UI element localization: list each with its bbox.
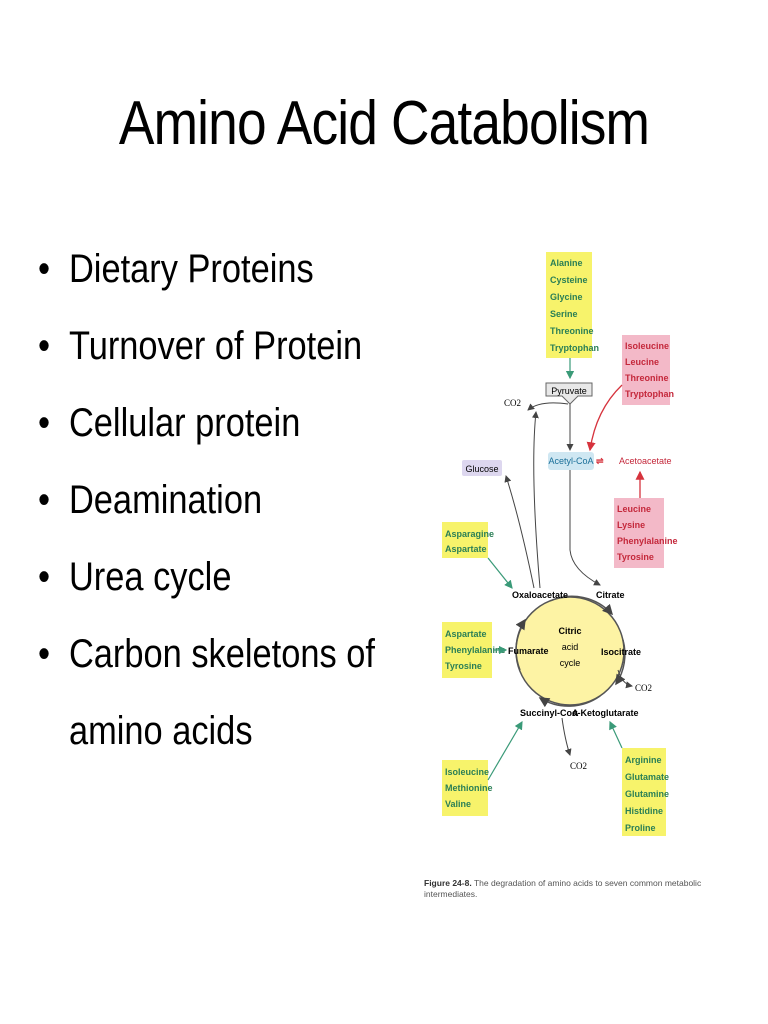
amino-acid-label: Valine [445, 799, 471, 809]
bullet-item: • Dietary Proteins [38, 247, 375, 291]
bullet-text: Dietary Proteins [68, 247, 314, 291]
arrow [561, 717, 572, 756]
amino-acid-label: Phenylalanine [445, 645, 506, 655]
amino-acid-label: Isoleucine [625, 341, 669, 351]
bullet-list: • Dietary Proteins • Turnover of Protein •… [38, 247, 430, 801]
arrow [487, 720, 523, 781]
amino-acid-label: Alanine [550, 258, 583, 268]
amino-acid-label: Phenylalanine [617, 536, 678, 546]
cycle-label: Citric [558, 626, 581, 636]
co2-label: CO2 [504, 398, 521, 408]
slide-title: Amino Acid Catabolism [118, 89, 650, 158]
amino-acid-label: Tryptophan [625, 389, 674, 399]
amino-acid-label: Aspartate [445, 544, 487, 554]
amino-acid-label: Tyrosine [617, 552, 654, 562]
figure-caption: Figure 24-8. The degradation of amino ac… [424, 878, 714, 900]
acetylcoa-box [548, 452, 594, 470]
bullet-dot-icon: • [38, 324, 51, 368]
bullet-dot-icon: • [38, 478, 51, 522]
glucose-box [462, 460, 502, 476]
bullet-text: Cellular protein [68, 401, 301, 445]
amino-acid-label: Methionine [445, 783, 493, 793]
succinylcoa-label: Succinyl-CoA [520, 708, 579, 718]
bullet-item: • Cellular protein [38, 401, 375, 445]
cycle-arrow [515, 618, 526, 671]
amino-acid-label: Threonine [625, 373, 669, 383]
arrow [487, 557, 513, 589]
cycle-label: cycle [560, 658, 581, 668]
cycle-arrow [615, 639, 626, 686]
cycle-arrow [538, 695, 601, 708]
amino-acid-label: Serine [550, 309, 578, 319]
bullet-dot-icon: • [38, 555, 51, 599]
caption-label: Figure 24-8. [424, 878, 472, 888]
oxaloacetate-label: Oxaloacetate [512, 590, 568, 600]
amino-acid-label: Arginine [625, 755, 662, 765]
amino-acid-label: Leucine [625, 357, 659, 367]
bullet-item: • Carbon skeletons of [38, 632, 375, 676]
pyruvate-label: Pyruvate [551, 386, 587, 396]
amino-acid-label: Aspartate [445, 629, 487, 639]
bullet-text: Urea cycle [68, 555, 232, 599]
amino-acid-label: Glycine [550, 292, 583, 302]
succinylcoa-group-box [442, 760, 488, 816]
bullet-text: Turnover of Protein [68, 324, 363, 368]
amino-acid-label: Glutamate [625, 772, 669, 782]
amino-acid-label: Tryptophan [550, 343, 599, 353]
fumarate-group-box [442, 622, 492, 678]
isocitrate-label: Isocitrate [601, 647, 641, 657]
pyruvate-box [545, 382, 593, 405]
arrow [569, 470, 601, 586]
bullet-item: • Turnover of Protein [38, 324, 375, 368]
equilibrium-arrow-icon: ⇌ [596, 456, 604, 466]
arrow [527, 402, 569, 411]
acetylcoa-label: Acetyl-CoA [548, 456, 593, 466]
pyruvate-group-box [546, 252, 592, 358]
amino-acid-label: Threonine [550, 326, 594, 336]
amino-acid-label: Lysine [617, 520, 645, 530]
pathway-diagram: Citric acid cycle Oxaloacetate Citrate I… [442, 252, 678, 836]
arrow [609, 720, 623, 749]
bullet-text: amino acids [68, 709, 253, 753]
amino-acid-label: Tyrosine [445, 661, 482, 671]
co2-label: CO2 [635, 683, 652, 693]
cycle-label: acid [562, 642, 579, 652]
amino-acid-label: Histidine [625, 806, 663, 816]
acetoacetate-group-box [614, 498, 664, 568]
bullet-dot-icon: • [38, 247, 51, 291]
fumarate-label: Fumarate [508, 646, 549, 656]
amino-acid-label: Glutamine [625, 789, 669, 799]
caption-text: The degradation of amino acids to seven … [424, 878, 702, 899]
arrow [531, 411, 541, 589]
amino-acid-label: Isoleucine [445, 767, 489, 777]
amino-acid-label: Asparagine [445, 529, 494, 539]
citrate-label: Citrate [596, 590, 625, 600]
acetylcoa-group-box [622, 335, 670, 405]
cycle-arrow [549, 595, 614, 616]
bullet-dot-icon: • [38, 401, 51, 445]
bullet-text: Carbon skeletons of [68, 632, 375, 676]
arrow [617, 669, 633, 689]
bullet-item-continuation: amino acids [38, 700, 375, 762]
acetoacetate-label: Acetoacetate [619, 456, 672, 466]
amino-acid-label: Leucine [617, 504, 651, 514]
metabolism-figure: Citric acid cycle Oxaloacetate Citrate I… [400, 240, 730, 930]
arrow [586, 384, 623, 452]
bullet-text: Deamination [68, 478, 263, 522]
bullet-item: • Urea cycle [38, 555, 375, 599]
ketoglutarate-group-box [622, 748, 666, 836]
bullet-dot-icon: • [38, 632, 51, 676]
amino-acid-label: Cysteine [550, 275, 588, 285]
oxaloacetate-group-box [442, 522, 488, 558]
ketoglutarate-label: α-Ketoglutarate [572, 708, 639, 718]
amino-acid-label: Proline [625, 823, 656, 833]
arrow [504, 475, 535, 589]
co2-label: CO2 [570, 761, 587, 771]
bullet-item: • Deamination [38, 478, 375, 522]
glucose-label: Glucose [465, 464, 498, 474]
